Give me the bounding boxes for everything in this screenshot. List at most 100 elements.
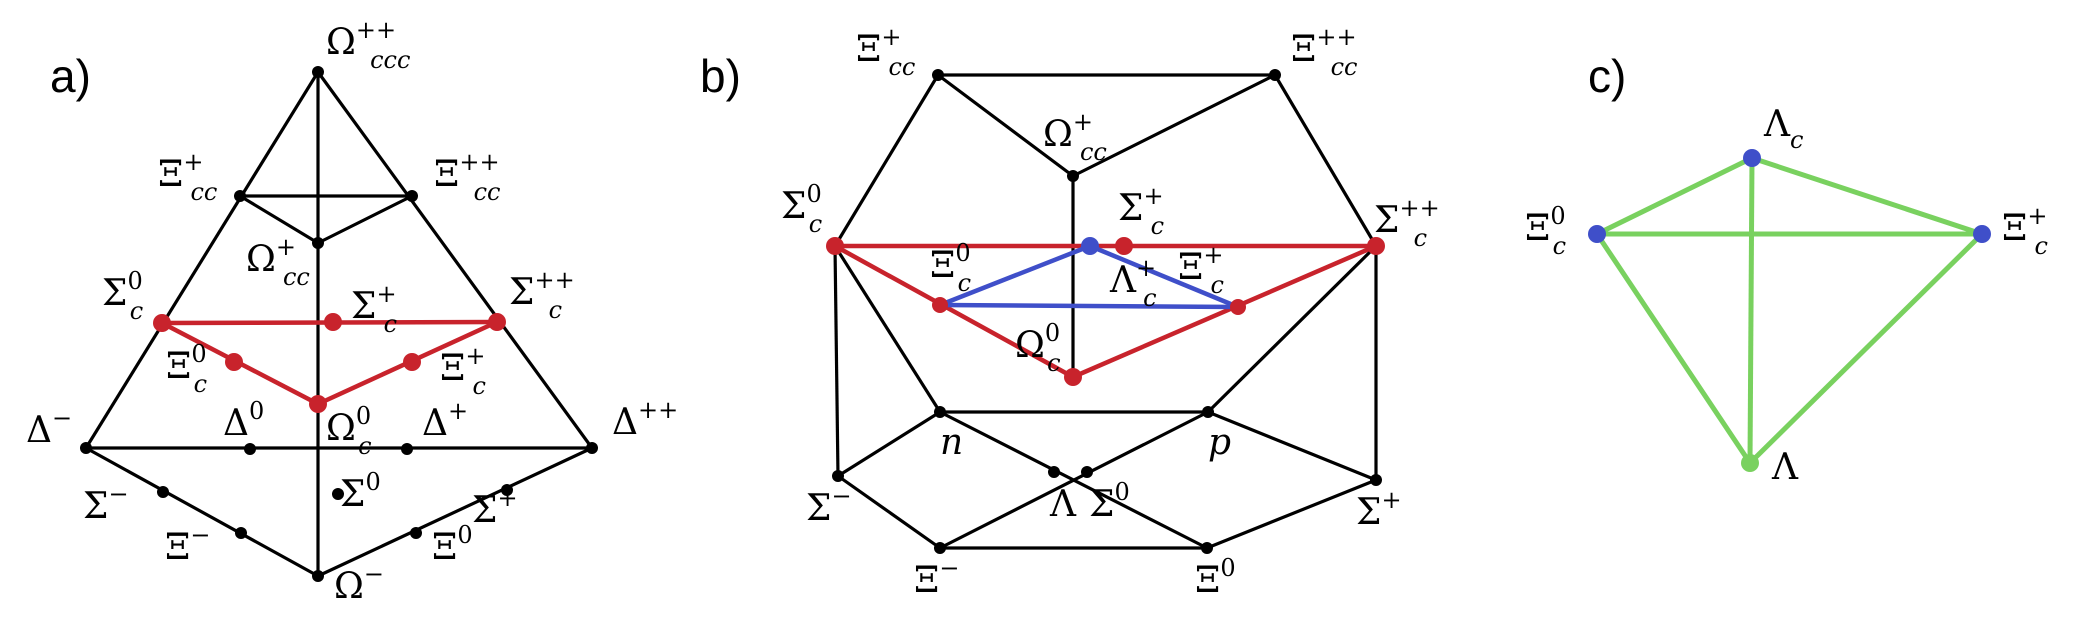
label-Xi_c_p: Ξ+c xyxy=(1178,241,1224,299)
label-sup: 0 xyxy=(457,521,472,549)
label-Sigma_c_p: Σ+c xyxy=(351,280,397,338)
label-base: Δ xyxy=(223,403,249,444)
label-sup: + xyxy=(1381,486,1401,514)
node-Xi_cc_0 xyxy=(234,190,246,202)
label-n: n xyxy=(940,422,963,463)
label-base: Σ xyxy=(781,186,806,227)
label-sub: c xyxy=(472,372,485,400)
label-base: Ξ xyxy=(166,346,191,387)
node-Omega_m xyxy=(312,570,324,582)
edge-Lambda-Lambda_c xyxy=(1747,157,1755,464)
node-Lambda xyxy=(1048,466,1060,478)
label-Sigma_0: Σ0 xyxy=(340,468,381,515)
label-base: Ω xyxy=(246,239,276,280)
node-Xi_m xyxy=(235,527,247,539)
label-base: Ξ xyxy=(440,348,465,389)
label-base: Σ xyxy=(1374,200,1399,241)
label-base: Ξ xyxy=(1195,560,1220,601)
panel-b-nodes xyxy=(826,69,1385,554)
label-base: Σ xyxy=(1118,188,1143,229)
panel-b-label: b) xyxy=(700,50,741,102)
label-sup: + xyxy=(376,280,396,308)
edge-Sigma_c_0-Omega_c_0 xyxy=(833,244,1075,379)
node-Delta_0 xyxy=(244,443,256,455)
label-Xi_c_p: Ξ+c xyxy=(2002,202,2048,260)
label-sup: 0 xyxy=(1045,319,1060,347)
label-Delta_m: Δ− xyxy=(26,404,72,451)
label-sup: − xyxy=(190,521,210,549)
node-Omega_cc xyxy=(312,237,324,249)
label-sub: c xyxy=(1210,271,1223,299)
edge-Lambda-Xi_c_0 xyxy=(1594,232,1753,465)
label-Xi_cc_p: Ξ+cc xyxy=(856,23,915,81)
label-sup: + xyxy=(1136,254,1156,282)
edge-Lambda_c-Xi_c_p xyxy=(1751,155,1983,237)
node-Delta_p xyxy=(401,443,413,455)
label-p: p xyxy=(1208,422,1231,463)
label-sup: + xyxy=(183,148,203,176)
edge-p-Sigma_p xyxy=(1207,410,1377,482)
label-base: Ξ xyxy=(856,29,881,70)
label-sup: − xyxy=(831,482,851,510)
label-Sigma_m: Σ− xyxy=(83,480,129,527)
label-sup: − xyxy=(939,554,959,582)
node-Xi_0 xyxy=(1201,542,1213,554)
label-base: Ξ xyxy=(432,527,457,568)
label-base: Σ xyxy=(509,272,534,313)
label-sup: ++ xyxy=(1316,23,1356,51)
label-base: Ω xyxy=(326,408,356,449)
edge-Sigma_p-Xi_0 xyxy=(1206,478,1377,550)
label-sub: cc xyxy=(283,263,310,291)
label-sup: 0 xyxy=(806,180,821,208)
label-sup: 0 xyxy=(955,239,970,267)
label-base: Σ xyxy=(1356,492,1381,533)
node-Lambda_c xyxy=(1081,237,1099,255)
label-Xi_m: Ξ− xyxy=(165,521,210,568)
panel-c-label: c) xyxy=(1588,50,1626,102)
edge-Xi_cc_pp-Sigma_c_pp xyxy=(1273,74,1378,247)
node-Xi_c_p xyxy=(1973,225,1991,243)
label-base: Σ xyxy=(351,286,376,327)
label-sup: − xyxy=(52,404,72,432)
label-Sigma_p: Σ+ xyxy=(1356,486,1402,533)
node-Xi_c_p xyxy=(403,353,421,371)
label-base: Ω xyxy=(1015,325,1045,366)
edge-Sigma_c_0-Sigma_m xyxy=(833,245,840,477)
label-Delta_pp: Δ++ xyxy=(612,396,678,443)
label-sup: 0 xyxy=(356,402,371,430)
label-sub: c xyxy=(1553,232,1566,260)
label-Sigma_c_pp: Σ++c xyxy=(509,266,575,324)
node-Lambda xyxy=(1741,454,1759,472)
label-sup: + xyxy=(497,484,517,512)
label-Xi_c_p: Ξ+c xyxy=(440,342,486,400)
label-base: Ξ xyxy=(158,154,183,195)
label-sup: ++ xyxy=(1399,194,1439,222)
label-sup: 0 xyxy=(191,340,206,368)
label-base: n xyxy=(940,422,963,463)
label-sup: + xyxy=(465,342,485,370)
label-base: Ξ xyxy=(1525,208,1550,249)
node-Xi_c_0 xyxy=(932,297,948,313)
edge-Xi_cc_pp-Omega_cc xyxy=(1072,73,1276,178)
edge-Sigma_m-Xi_m xyxy=(837,474,941,550)
label-Omega_cc: Ω+cc xyxy=(246,233,310,291)
label-base: Σ xyxy=(1089,484,1114,525)
label-sup: + xyxy=(276,233,296,261)
label-sup: − xyxy=(364,560,384,588)
label-base: Λ xyxy=(1763,104,1791,145)
panel-c-nodes xyxy=(1588,149,1991,472)
label-Sigma_p: Σ+ xyxy=(472,484,518,531)
label-sup: + xyxy=(1073,108,1093,136)
panel-b-edges xyxy=(833,73,1378,550)
label-Xi_0: Ξ0 xyxy=(1195,554,1236,601)
label-sup: 0 xyxy=(249,397,264,425)
label-base: Λ xyxy=(1109,260,1137,301)
node-Xi_cc_pp xyxy=(1269,69,1281,81)
